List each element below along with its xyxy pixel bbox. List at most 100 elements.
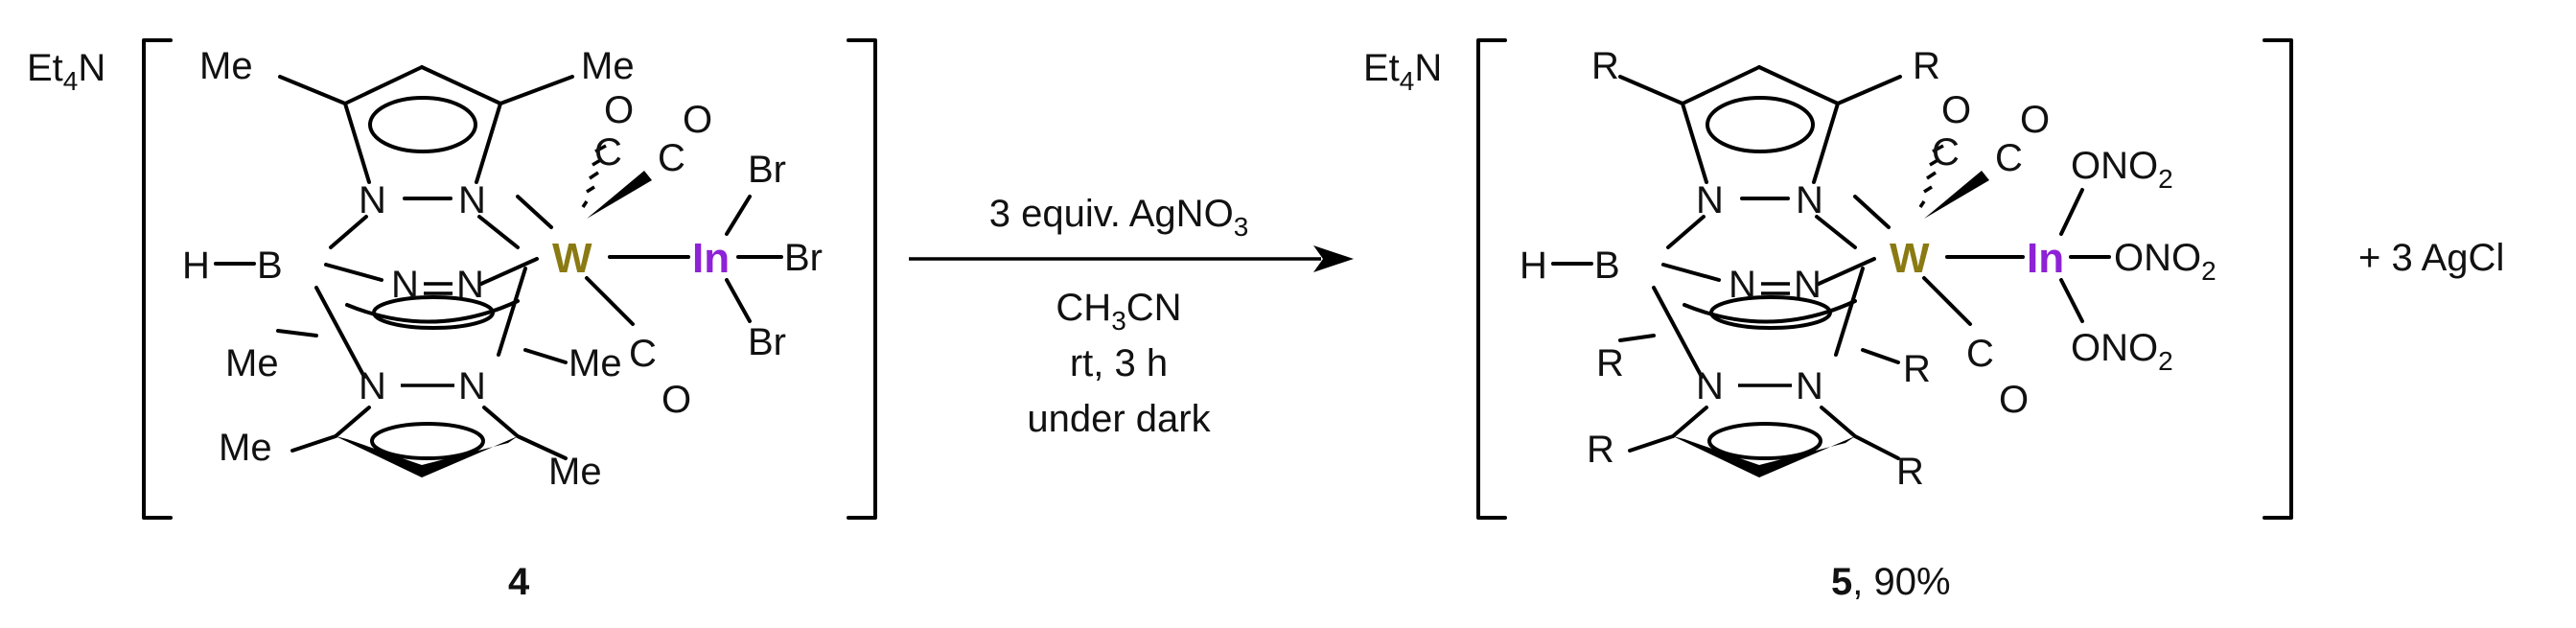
w-co-wedge	[1924, 171, 1989, 219]
nitrate-label: ONO2	[2071, 145, 2173, 194]
oxygen-label: O	[1941, 89, 1971, 131]
reaction-arrow-group: 3 equiv. AgNO3 CH3CN rt, 3 h under dark	[909, 193, 1354, 440]
hydrogen-label: H	[1520, 244, 1547, 287]
oxygen-label: O	[1999, 379, 2029, 421]
boron-label: B	[257, 244, 283, 287]
indium-label: In	[692, 235, 730, 282]
nitrogen-label: N	[391, 264, 419, 306]
compound-number-4: 4	[508, 561, 530, 603]
reagent-text: 3 equiv. AgNO3	[989, 193, 1249, 242]
middle-n-w-bond	[1817, 257, 1876, 286]
svg-text:R R N N: R R N N H B N N R N N R R R C O C O C O	[1520, 45, 2060, 493]
in-o-bonds	[2059, 188, 2111, 323]
carbon-label: C	[594, 131, 622, 174]
w-co-lower-bond	[1922, 276, 1972, 326]
tungsten-label: W	[1890, 235, 1930, 282]
me-label: Me	[219, 427, 272, 469]
tungsten-label: W	[552, 235, 592, 282]
solvent-text: CH3CN	[1056, 287, 1181, 336]
bottom-ring-wedge	[1673, 436, 1855, 477]
middle-pyrazole-ring	[1709, 295, 1832, 330]
nitrate-label: ONO2	[2071, 327, 2173, 376]
middle-ring-lower	[345, 299, 520, 324]
right-bracket-product	[2263, 38, 2293, 520]
oxygen-label: O	[604, 89, 634, 131]
time-text: rt, 3 h	[1070, 342, 1168, 384]
carbon-label: C	[1966, 333, 1994, 375]
oxygen-label: O	[661, 379, 691, 421]
me-label: Me	[581, 45, 635, 87]
middle-nn-double	[424, 282, 453, 295]
dark-text: under dark	[1027, 398, 1211, 440]
nitrogen-label: N	[456, 264, 484, 306]
reactant-cation: Et4N	[27, 47, 105, 96]
carbon-label: C	[1995, 137, 2023, 179]
oxygen-label: O	[2020, 99, 2050, 141]
top-pyrazole-bonds	[1618, 65, 1902, 249]
me-label: Me	[199, 45, 253, 87]
right-bracket	[847, 38, 877, 520]
top-pyrazole-ring	[1706, 96, 1815, 153]
bromine-label: Br	[784, 237, 823, 279]
nitrogen-label: N	[1796, 179, 1823, 221]
nitrogen-label: N	[359, 179, 386, 221]
carbon-label: C	[1932, 131, 1960, 174]
w-co-hash-bond	[581, 144, 607, 208]
r-group-label: R	[1596, 342, 1624, 384]
svg-text:Me Me N N: Me Me N N H B N N Me N N Me Me Me C O C …	[182, 45, 833, 493]
me-label: Me	[548, 451, 602, 493]
bottom-ring-sides	[1628, 406, 1900, 460]
middle-nn-double	[1761, 282, 1790, 295]
b-n-bond	[1661, 263, 1721, 282]
bottom-pyrazole-ring	[1707, 422, 1822, 460]
top-pyrazole-ring	[368, 96, 477, 153]
oxygen-label: O	[683, 99, 712, 141]
nitrogen-label: N	[359, 365, 386, 407]
top-pyrazole-bonds	[278, 65, 574, 249]
w-co-hash-bond	[1918, 144, 1944, 208]
w-n-bond	[516, 195, 553, 229]
nitrogen-label: N	[1729, 264, 1756, 306]
bottom-pyrazole-ring	[370, 422, 485, 460]
bottom-ring-wedge	[336, 436, 518, 477]
byproduct-text: + 3 AgCl	[2358, 237, 2504, 279]
compound-number-5: 5, 90%	[1831, 561, 1951, 603]
r-group-label: R	[1913, 45, 1940, 87]
nitrate-label: ONO2	[2114, 237, 2216, 286]
nitrogen-label: N	[1696, 365, 1724, 407]
carbon-label: C	[629, 333, 657, 375]
hydrogen-label: H	[182, 244, 210, 287]
nitrogen-label: N	[1696, 179, 1724, 221]
r-group-label: R	[1587, 429, 1614, 471]
nitrogen-label: N	[1794, 264, 1822, 306]
r-group-label: R	[1903, 348, 1931, 390]
me-label: Me	[569, 342, 622, 384]
product-complex-5: Et4N R R N N H	[1363, 38, 2293, 603]
bromine-label: Br	[748, 321, 786, 363]
in-br-bonds	[725, 195, 783, 323]
w-co-lower-bond	[585, 276, 635, 326]
nitrogen-label: N	[458, 179, 486, 221]
indium-label: In	[2027, 235, 2064, 282]
carbon-label: C	[658, 137, 685, 179]
w-co-wedge	[587, 171, 652, 219]
bromine-label: Br	[748, 149, 786, 191]
r-group-label: R	[1591, 45, 1619, 87]
middle-ring-lower	[1683, 299, 1857, 324]
bottom-pyrazole-bonds	[276, 267, 568, 379]
me-label: Me	[225, 342, 279, 384]
product-cation: Et4N	[1363, 47, 1442, 96]
b-n-bond	[324, 263, 383, 282]
boron-label: B	[1594, 244, 1620, 287]
arrow-head	[1313, 245, 1354, 272]
nitrogen-label: N	[1796, 365, 1823, 407]
left-bracket	[142, 38, 173, 520]
r-group-label: R	[1896, 451, 1924, 493]
bottom-ring-sides	[290, 406, 568, 460]
nitrogen-label: N	[458, 365, 486, 407]
w-n-bond	[1853, 195, 1891, 229]
middle-pyrazole-ring	[372, 295, 495, 330]
bottom-pyrazole-bonds	[1618, 267, 1900, 379]
left-bracket-product	[1476, 38, 1507, 520]
